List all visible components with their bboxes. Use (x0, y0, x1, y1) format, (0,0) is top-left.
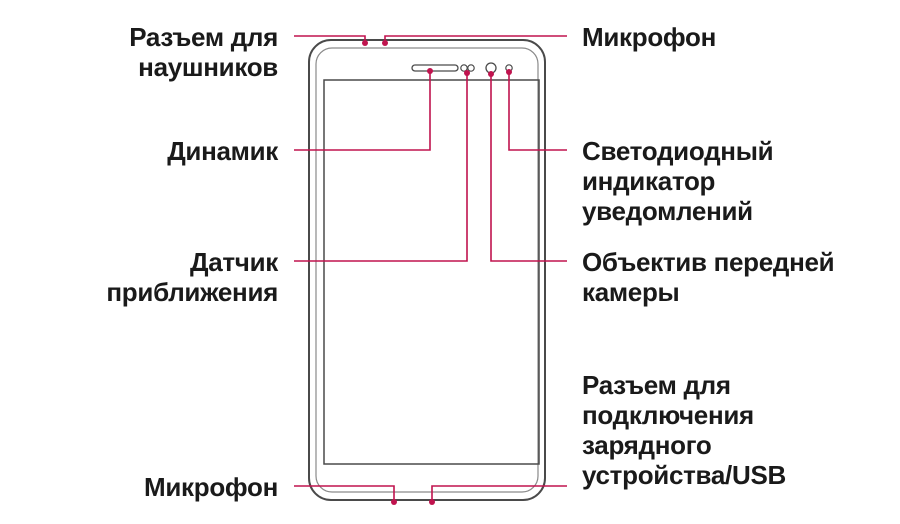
callout-dot-microphone-bottom (391, 499, 397, 505)
label-charger-usb-port-line-1: Разъем для (582, 370, 731, 400)
label-charger-usb-port: Разъем для подключения зарядного устройс… (582, 370, 786, 490)
phone-body-inner-outline (315, 47, 539, 493)
callout-dot-speaker (427, 68, 433, 74)
callout-dots (362, 40, 512, 505)
label-charger-usb-port-line-3: зарядного (582, 430, 712, 460)
callout-dot-led-indicator (506, 69, 512, 75)
label-headphone-jack: Разъем для наушников (129, 22, 278, 82)
proximity-sensor-right-icon (467, 64, 475, 72)
label-speaker-line-1: Динамик (167, 136, 278, 166)
callout-line-led-indicator (508, 72, 567, 151)
label-microphone-top-line-1: Микрофон (582, 22, 717, 52)
label-headphone-jack-line-1: Разъем для (129, 22, 278, 52)
phone-screen (323, 79, 540, 465)
label-microphone-top: Микрофон (582, 22, 716, 52)
label-front-camera-line-2: камеры (582, 277, 680, 307)
proximity-sensor-left-icon (460, 64, 468, 72)
phone-body-outline (308, 39, 546, 501)
label-led-indicator-line-1: Светодиодный (582, 136, 774, 166)
callout-dot-proximity-sensor (464, 70, 470, 76)
label-headphone-jack-line-2: наушников (138, 52, 278, 82)
callout-dot-headphone-jack (362, 40, 368, 46)
label-proximity-sensor-line-1: Датчик (189, 247, 278, 277)
label-charger-usb-port-line-4: устройства/USB (582, 460, 786, 490)
callout-dot-front-camera (488, 71, 494, 77)
callout-line-speaker (294, 71, 431, 151)
label-led-indicator-line-2: индикатор (582, 166, 716, 196)
callout-line-charger-usb (431, 485, 567, 500)
callout-lines (294, 35, 567, 500)
label-microphone-bottom-line-1: Микрофон (143, 472, 278, 502)
callout-dot-microphone-top (382, 40, 388, 46)
label-microphone-bottom: Микрофон (144, 472, 278, 502)
label-led-indicator: Светодиодный индикатор уведомлений (582, 136, 774, 226)
label-charger-usb-port-line-2: подключения (582, 400, 754, 430)
label-proximity-sensor: Датчик приближения (106, 247, 278, 307)
label-proximity-sensor-line-2: приближения (106, 277, 278, 307)
label-speaker: Динамик (167, 136, 278, 166)
callout-line-front-camera (490, 73, 567, 262)
label-front-camera-line-1: Объектив передней (582, 247, 835, 277)
speaker-grille-icon (411, 64, 459, 72)
label-front-camera: Объектив передней камеры (582, 247, 835, 307)
callout-line-proximity-sensor (294, 72, 468, 262)
callout-dot-charger-usb (429, 499, 435, 505)
callout-line-microphone-bottom (294, 485, 395, 500)
label-led-indicator-line-3: уведомлений (582, 196, 753, 226)
